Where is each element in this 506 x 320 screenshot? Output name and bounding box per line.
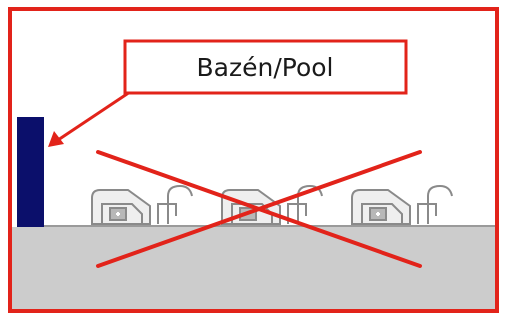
pool-wall [17, 117, 44, 227]
pool-cleaner-hose-icon [91, 184, 193, 225]
pool-cleaner-hose-icon [351, 184, 453, 225]
floor-area [11, 227, 497, 309]
callout-label: Bazén/Pool [197, 53, 334, 82]
callout-arrow [48, 90, 131, 147]
callout-box [123, 39, 408, 95]
red-x-icon [96, 150, 422, 268]
outer-frame [8, 7, 499, 313]
